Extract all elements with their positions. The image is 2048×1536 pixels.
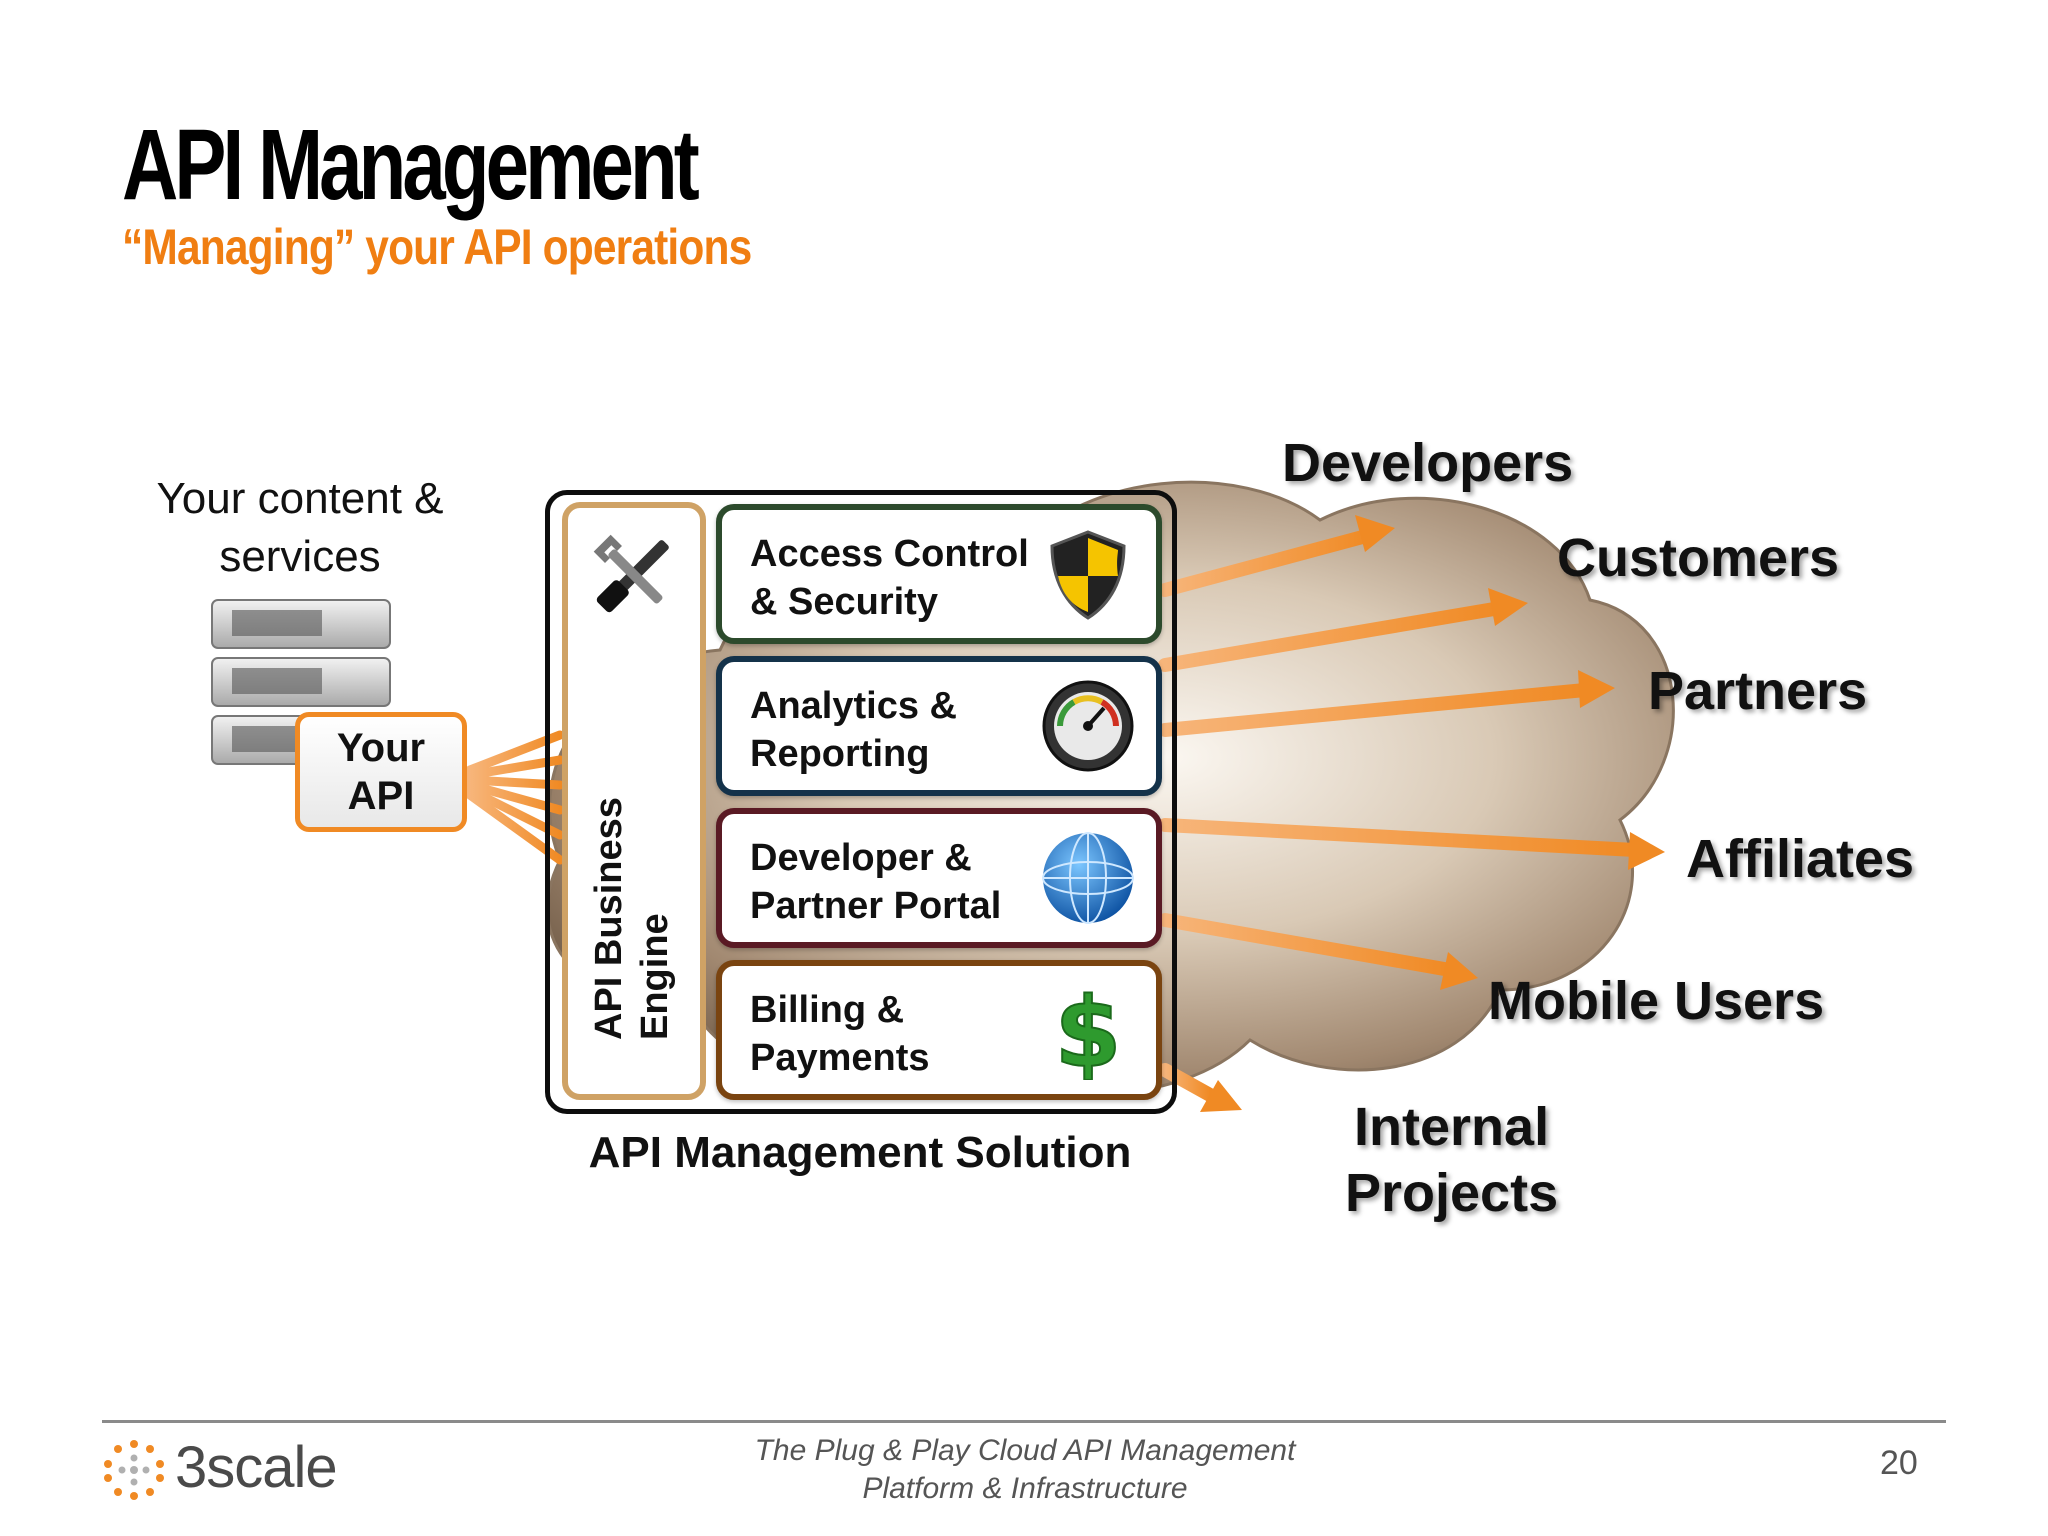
module-developer-portal: Developer & Partner Portal (716, 808, 1162, 948)
audience-affiliates: Affiliates (1686, 829, 1915, 889)
arrow-partners (1158, 670, 1615, 737)
solution-frame (545, 490, 1177, 1114)
module-billing: Billing & Payments $ (716, 960, 1162, 1100)
audience-developers: Developers (1282, 433, 1574, 493)
slide-title: API Management (122, 109, 700, 221)
module-label: Analytics & Reporting (750, 685, 957, 775)
arrow-customers (1158, 588, 1528, 672)
module-analytics: Analytics & Reporting (716, 656, 1162, 796)
slide-subtitle: “Managing” your API operations (122, 219, 752, 275)
arrow-developers (1158, 515, 1395, 597)
your-api-box: Your API (295, 712, 467, 832)
api-business-engine (562, 502, 706, 1100)
module-label: Developer & Partner Portal (750, 837, 1002, 927)
audience-customers: Customers (1557, 528, 1840, 588)
solution-label: API Management Solution (588, 1128, 1132, 1177)
3scale-logo-icon (104, 1440, 164, 1500)
footer-tagline: The Plug & Play Cloud API Management Pla… (754, 1434, 1296, 1505)
svg-text:$: $ (1055, 980, 1122, 1080)
globe-icon (1042, 832, 1134, 924)
gauge-icon (1042, 680, 1134, 772)
dollar-icon: $ (1054, 980, 1123, 1080)
audience-partners: Partners (1648, 661, 1868, 721)
arrow-affiliates (1158, 818, 1665, 870)
module-label: Billing & Payments (750, 989, 930, 1079)
engine-label: API Business Engine (588, 797, 676, 1040)
audience-mobile-users: Mobile Users (1488, 971, 1825, 1031)
3scale-logo-text: 3scale (175, 1435, 338, 1500)
tools-icon (593, 534, 669, 613)
content-services-label: Your content & services (156, 474, 444, 581)
outbound-arrows (1158, 515, 1665, 1112)
module-access-control: Access Control & Security (716, 504, 1162, 644)
page-number: 20 (1880, 1444, 1918, 1482)
module-label: Access Control & Security (750, 533, 1029, 623)
shield-icon (1050, 530, 1126, 620)
footer-divider (102, 1420, 1946, 1423)
audience-internal-projects: Internal Projects (1345, 1097, 1559, 1223)
arrow-mobile-users (1158, 913, 1478, 990)
